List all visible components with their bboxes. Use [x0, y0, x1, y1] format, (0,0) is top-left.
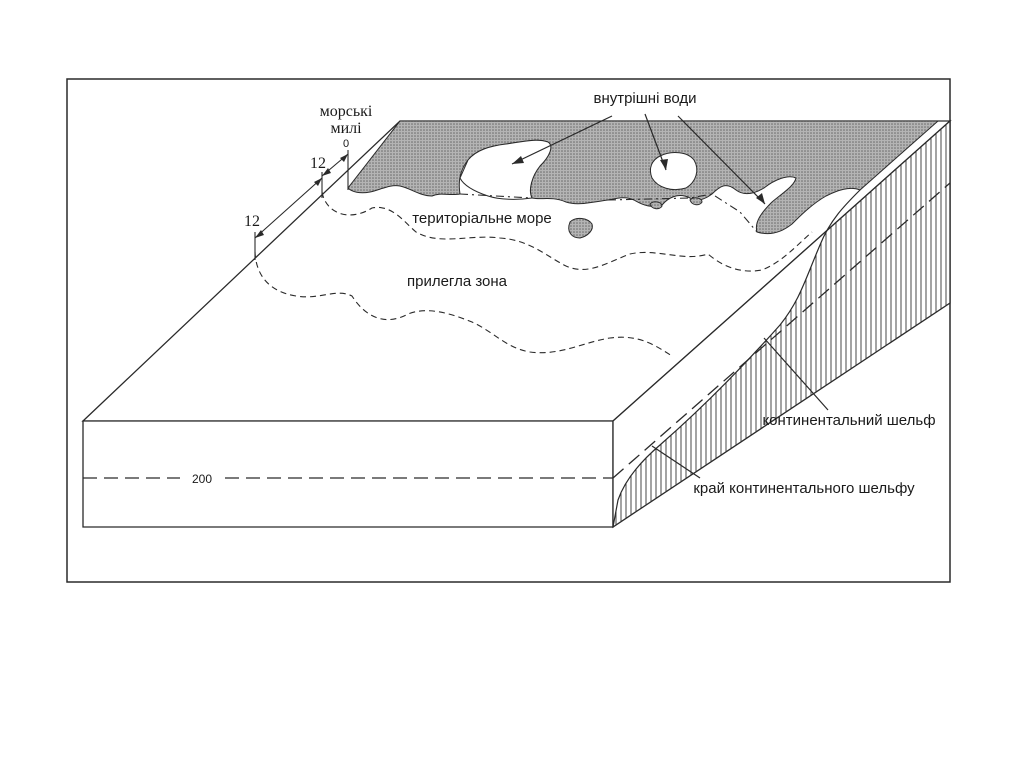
internal-waters-leader-3 [677, 115, 766, 205]
islet-1 [649, 201, 663, 210]
measure-arrowhead-1 [322, 168, 331, 176]
measure-line-outer [254, 177, 323, 239]
internal-waters-label: внутрішні води [593, 90, 696, 107]
internal-waters-leader-1 [511, 115, 613, 165]
continental-shelf-leader [763, 337, 829, 411]
continental-shelf-label: континентальний шельф [762, 412, 935, 429]
measure-arrowhead-2 [340, 154, 348, 162]
territorial-sea-limit [321, 191, 813, 272]
two-hundred-mile-line-right [612, 182, 951, 479]
contiguous-zone-limit [254, 251, 673, 357]
nautical-miles-label-line1: морські [320, 103, 373, 120]
zero-label: 0 [343, 138, 349, 150]
island [568, 217, 593, 239]
measure-arrowhead-3 [255, 230, 264, 238]
land-area [347, 120, 940, 235]
internal-waters-arrowhead-3 [756, 193, 765, 204]
continental-slope-profile [612, 189, 861, 528]
internal-water-inlet [459, 139, 552, 200]
internal-waters-arrowhead-1 [512, 156, 524, 164]
block-front-face [82, 420, 614, 528]
twelve-label-inner: 12 [310, 155, 326, 172]
internal-water-bay [649, 152, 698, 191]
figure-frame [66, 78, 951, 583]
nautical-miles-label-line2: милі [330, 120, 362, 137]
twelve-label-outer: 12 [244, 213, 260, 230]
territorial-sea-label: територіальне море [412, 210, 552, 227]
contiguous-zone-label: прилегла зона [407, 273, 508, 290]
baseline [459, 193, 758, 233]
islet-2 [689, 197, 703, 206]
internal-waters-arrowhead-2 [660, 159, 668, 170]
shelf-edge-leader [651, 445, 701, 479]
two-hundred-label: 200 [192, 472, 212, 486]
measure-arrowhead-4 [314, 178, 322, 186]
shelf-edge-label: край континентального шельфу [693, 480, 915, 497]
